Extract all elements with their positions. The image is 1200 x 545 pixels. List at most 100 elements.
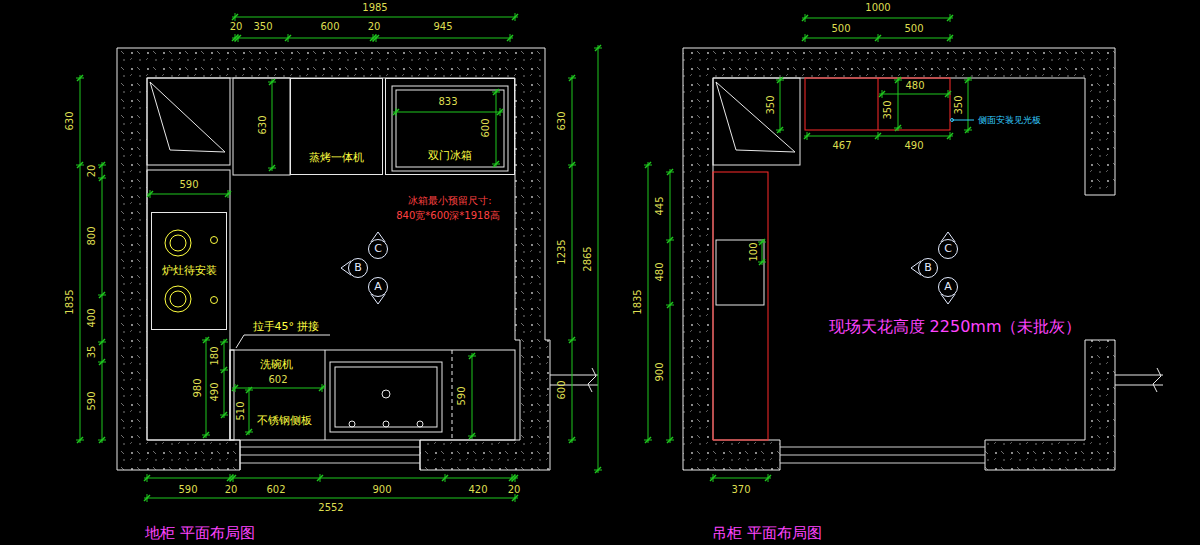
dimension-tick <box>802 15 808 21</box>
dimension-tick <box>765 475 771 481</box>
dimension-line <box>710 478 771 479</box>
dimension-tick <box>442 475 448 481</box>
dimension-line <box>80 75 81 443</box>
dimension-text: 490 <box>904 141 923 151</box>
dimension-text: 600 <box>557 380 567 399</box>
dimension-text: 445 <box>655 196 665 215</box>
dimension-line <box>232 17 518 18</box>
appliance-box: 蒸烤一体机 <box>290 78 383 175</box>
sink-tap <box>349 421 355 427</box>
dimension-tick <box>99 437 105 443</box>
callout-text: 侧面安装见光板 <box>978 116 1041 125</box>
dimension-text: 350 <box>954 95 964 114</box>
dimension-tick <box>230 475 236 481</box>
dimension-text: 1835 <box>65 289 75 314</box>
sheet-title: 地柜 平面布局图 <box>145 526 255 541</box>
dimension-tick <box>99 162 105 168</box>
dimension-text: 350 <box>766 95 776 114</box>
section-mark: A <box>368 277 388 297</box>
section-letter: C <box>944 243 952 255</box>
dimension-tick <box>269 165 275 171</box>
dimension-tick <box>759 259 765 265</box>
cabinet-divider <box>452 350 453 440</box>
dimension-text: 630 <box>258 115 268 134</box>
dimension-tick <box>144 475 150 481</box>
dimension-line <box>224 339 225 418</box>
leader-line <box>952 120 974 121</box>
dimension-tick <box>759 239 765 245</box>
section-mark: C <box>938 239 958 259</box>
dimension-text: 833 <box>438 97 457 107</box>
dimension-line <box>144 478 518 479</box>
dimension-tick <box>203 432 209 438</box>
dimension-tick <box>469 353 475 359</box>
window-line <box>780 455 985 456</box>
appliance-box: 炉灶待安装 <box>151 212 227 330</box>
cabinet-divider <box>878 78 879 130</box>
dimension-tick <box>710 475 716 481</box>
dimension-line <box>249 387 250 435</box>
dimension-line <box>393 112 503 113</box>
sink-outline <box>335 367 437 427</box>
dimension-tick <box>667 169 673 175</box>
note-text: 冰箱最小预留尺寸: <box>408 196 491 206</box>
dimension-text: 590 <box>179 180 198 190</box>
dimension-tick <box>965 77 971 83</box>
burner <box>170 291 186 307</box>
dimension-line <box>496 89 497 167</box>
dimension-text: 945 <box>433 22 452 32</box>
dimension-line <box>232 388 325 389</box>
dimension-text: 510 <box>236 401 246 420</box>
corner-cabinet <box>147 78 230 165</box>
dimension-text: 1000 <box>865 3 890 13</box>
beam-line <box>550 375 598 376</box>
dimension-text: 20 <box>87 165 97 178</box>
dimension-tick <box>802 35 808 41</box>
dimension-tick <box>965 127 971 133</box>
dimension-text: 600 <box>320 22 339 32</box>
dimension-text: 980 <box>193 378 203 397</box>
section-mark: B <box>348 258 368 278</box>
dimension-tick <box>595 467 601 473</box>
dimension-tick <box>895 125 901 131</box>
part-label: 拉手45° 拼接 <box>253 321 320 332</box>
dimension-line <box>272 79 273 171</box>
dimension-tick <box>319 385 325 391</box>
dimension-tick <box>879 91 885 97</box>
part-label: 不锈钢侧板 <box>257 415 312 426</box>
dimension-text: 490 <box>210 382 220 401</box>
dimension-tick <box>777 77 783 83</box>
section-letter: A <box>944 281 952 293</box>
dimension-text: 600 <box>481 118 491 137</box>
dimension-tick <box>947 133 953 139</box>
fridge-outline <box>392 86 508 171</box>
dimension-tick <box>569 162 575 168</box>
fridge-outline <box>396 90 504 167</box>
dimension-text: 350 <box>883 100 893 119</box>
dimension-text: 900 <box>655 362 665 381</box>
part-label: 洗碗机 <box>260 359 293 370</box>
dimension-tick <box>875 35 881 41</box>
dimension-tick <box>225 191 231 197</box>
dimension-tick <box>77 162 83 168</box>
dimension-text: 602 <box>266 485 285 495</box>
tall-cabinet <box>713 172 768 440</box>
sheet-title: 吊柜 平面布局图 <box>712 526 822 541</box>
dimension-text: 100 <box>749 242 759 261</box>
dimension-tick <box>99 175 105 181</box>
dimension-tick <box>99 359 105 365</box>
break-mark <box>588 368 596 392</box>
window-line <box>240 455 420 456</box>
dimension-tick <box>246 429 252 435</box>
dimension-tick <box>221 367 227 373</box>
dimension-tick <box>373 35 379 41</box>
dimension-tick <box>232 385 238 391</box>
dimension-text: 900 <box>372 485 391 495</box>
window-line <box>240 463 420 464</box>
dimension-tick <box>221 339 227 345</box>
leader-line <box>244 335 330 336</box>
dimension-text: 2865 <box>583 246 593 271</box>
dimension-text: 480 <box>905 81 924 91</box>
dimension-text: 1235 <box>557 239 567 264</box>
dimension-tick <box>947 35 953 41</box>
